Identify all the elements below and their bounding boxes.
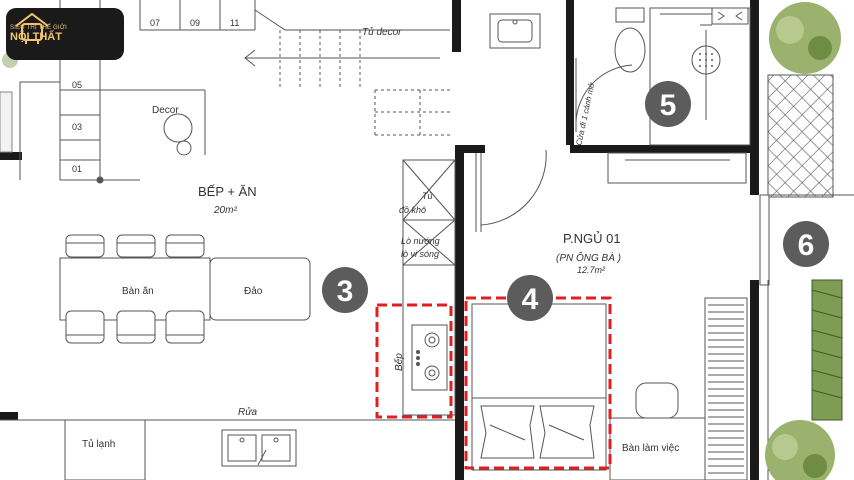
stair-step-label: 01 bbox=[72, 164, 82, 174]
fridge-label: Tủ lạnh bbox=[82, 438, 115, 450]
wall-segment bbox=[452, 0, 461, 52]
logo-tagline: SIÊU THỊ THẾ GIỚI bbox=[10, 24, 67, 31]
window-arrows bbox=[711, 7, 749, 25]
decor-vase bbox=[163, 113, 193, 156]
wall-segment bbox=[750, 280, 759, 480]
highlight-stove-area bbox=[375, 303, 453, 419]
wall-segment bbox=[750, 0, 759, 195]
highlight-bed-area bbox=[464, 296, 612, 470]
kitchen-counter bbox=[0, 419, 455, 480]
stair-step-label: 11 bbox=[230, 18, 239, 28]
marker-6: 6 bbox=[783, 221, 829, 267]
brand-logo: SIÊU THỊ THẾ GIỚI NỘI THẤT bbox=[6, 8, 124, 60]
kitchen-cabinets bbox=[402, 159, 456, 416]
dry-cabinet-label: đồ khô bbox=[399, 205, 426, 215]
desk-label: Bàn làm việc bbox=[622, 443, 679, 454]
stair-step-label: 07 bbox=[150, 18, 160, 28]
wall-segment bbox=[0, 152, 22, 160]
island-label: Đảo bbox=[244, 286, 263, 297]
stove-label: Bếp bbox=[393, 353, 405, 371]
tree-icon bbox=[2, 2, 841, 480]
stair-step-label: 03 bbox=[72, 122, 82, 132]
marker-number: 3 bbox=[337, 275, 354, 308]
dining-table bbox=[59, 234, 311, 344]
shower-drain-icon bbox=[699, 53, 713, 67]
marker-number: 4 bbox=[522, 283, 539, 316]
bathroom bbox=[489, 7, 751, 146]
dry-cabinet-label: Tủ bbox=[422, 191, 433, 201]
bedroom-subtitle: (PN ÔNG BÀ ) bbox=[556, 251, 621, 264]
bedroom-title: P.NGỦ 01 bbox=[563, 231, 621, 246]
bedroom-fixtures bbox=[475, 149, 748, 480]
stair-step-label: 09 bbox=[190, 18, 200, 28]
decor-label: Decor bbox=[152, 105, 179, 116]
marker-number: 5 bbox=[660, 89, 677, 122]
stair-step-label: 05 bbox=[72, 80, 82, 90]
wall-segment bbox=[455, 145, 464, 480]
sink-label: Rửa bbox=[238, 406, 258, 418]
bed bbox=[471, 303, 607, 471]
walls bbox=[0, 0, 759, 480]
marker-3: 3 bbox=[322, 267, 368, 313]
kitchen-dining-area: 20m² bbox=[213, 205, 237, 216]
marker-4: 4 bbox=[507, 275, 553, 321]
bedroom-area: 12.7m² bbox=[577, 265, 606, 275]
wall-segment bbox=[570, 145, 750, 153]
stair-arrow bbox=[244, 30, 450, 136]
oven-label: lò vi sóng bbox=[401, 249, 439, 259]
wall-segment bbox=[455, 145, 485, 153]
marker-5: 5 bbox=[645, 81, 691, 127]
wall-segment bbox=[566, 0, 574, 145]
kitchen-dining-title: BẾP + ĂN bbox=[198, 184, 257, 199]
chair-logo-icon bbox=[15, 12, 49, 44]
marker-number: 6 bbox=[798, 229, 815, 262]
dining-table-label: Bàn ăn bbox=[122, 286, 154, 297]
tu-decor-label: Tủ decor bbox=[362, 26, 402, 38]
garden bbox=[759, 74, 854, 480]
wall-segment bbox=[0, 412, 18, 420]
door-label: Cửa đi 1 cánh mở bbox=[574, 81, 596, 146]
oven-label: Lò nướng bbox=[401, 236, 440, 246]
